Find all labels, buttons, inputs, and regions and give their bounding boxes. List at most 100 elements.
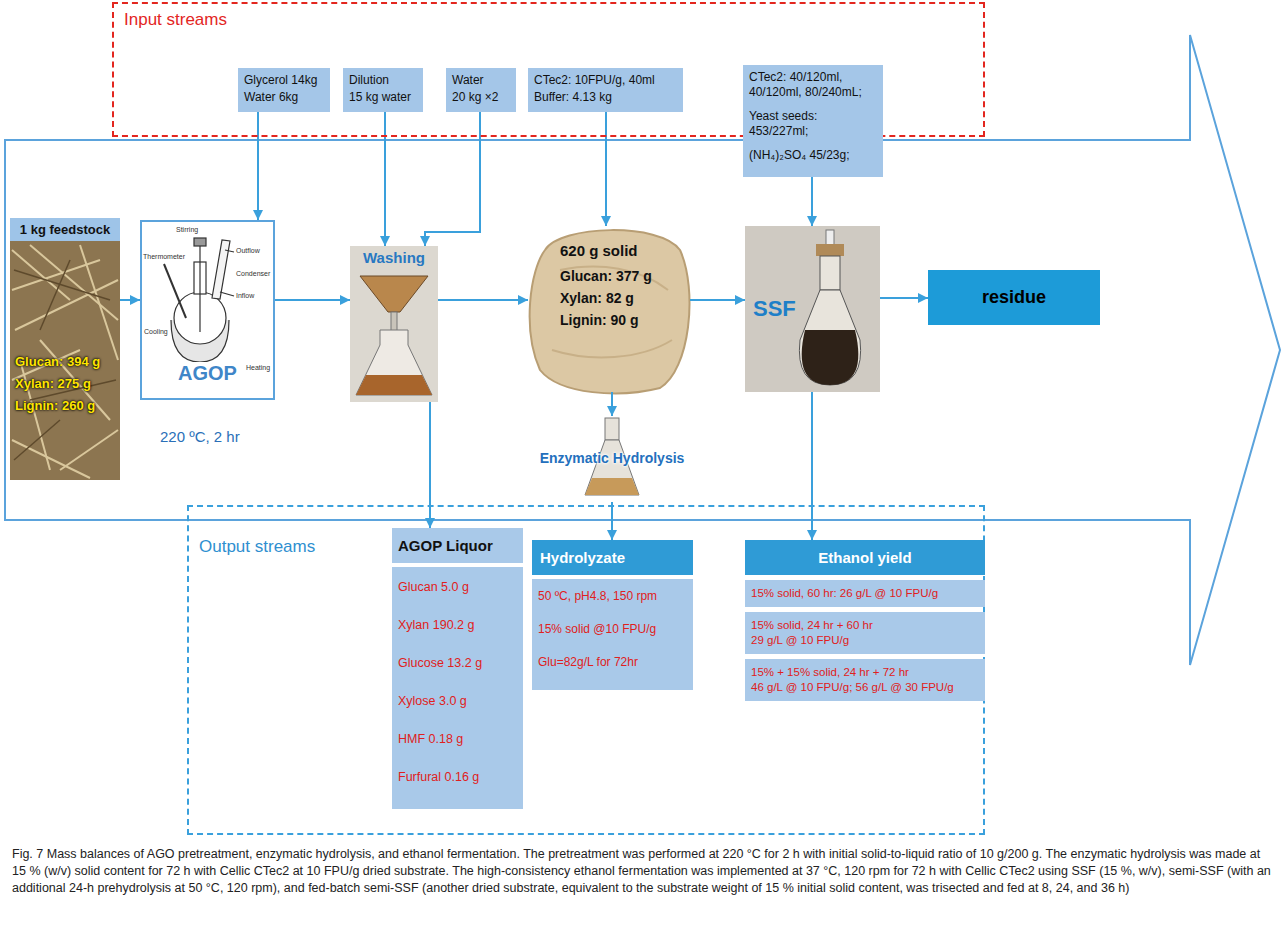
feedstock-photo xyxy=(60,430,118,470)
output-box: Hydrolyzate50 ºC, pH4.8, 150 rpm15% soli… xyxy=(532,540,693,690)
flow-arrow xyxy=(275,299,350,301)
input-region: Input streamsGlycerol 14kgWater 6kg Dilut… xyxy=(112,2,985,137)
result-box: 15% solid, 24 hr + 60 hr29 g/L @ 10 FPU/… xyxy=(745,612,985,654)
reactor-illustration xyxy=(164,264,186,318)
feedstock-photo xyxy=(14,420,60,460)
node-text: 20 kg ×2 xyxy=(452,90,510,105)
node-heading: Washing xyxy=(350,249,438,266)
reactor-illustration xyxy=(194,238,206,246)
node-heading: Water xyxy=(452,73,510,88)
node-heading: residue xyxy=(982,287,1046,308)
node-text: Water 6kg xyxy=(244,90,324,105)
node-heading: 15% + 15% solid, 24 hr + 72 hr xyxy=(751,665,979,680)
node-text: Glucan 5.0 g xyxy=(398,579,517,595)
ssf-photo xyxy=(820,256,840,290)
solid-step: 620 g solidGlucan: 377 gXylan: 82 gLigni… xyxy=(528,226,690,392)
part-label: Condenser xyxy=(236,270,270,278)
feedstock-photo xyxy=(30,245,118,320)
node-text: Lignin: 260 g xyxy=(15,395,120,417)
node-heading: Input streams xyxy=(124,10,227,30)
node-text: Glucose 13.2 g xyxy=(398,655,517,671)
part-label: Outflow xyxy=(236,247,260,255)
part-label: Cooling xyxy=(144,328,168,336)
feedstock-photo xyxy=(80,245,118,360)
node-text: Glu=82g/L for 72hr xyxy=(538,655,687,670)
feedstock-photo xyxy=(15,280,118,330)
washing-photo xyxy=(350,246,438,402)
input-box: Glycerol 14kgWater 6kg xyxy=(238,68,330,112)
hydrolysis-flask xyxy=(585,440,639,495)
output-region: Output streams AGOP LiquorGlucan 5.0 g Xyl… xyxy=(187,505,985,835)
node-text: Xylan 190.2 g xyxy=(398,617,517,633)
node-text: Lignin: 90 g xyxy=(560,309,690,331)
node-heading: 1 kg feedstock xyxy=(10,218,120,241)
result-box: 15% + 15% solid, 24 hr + 72 hr46 g/L @ 1… xyxy=(745,659,985,701)
hydrolysis-flask xyxy=(585,478,639,495)
feedstock-photo xyxy=(12,250,70,300)
washing-photo xyxy=(356,375,432,395)
ssf-photo xyxy=(745,226,880,392)
node-text: (NH₄)₂SO₄ 45/23g; xyxy=(749,148,877,163)
solid-residue-photo xyxy=(552,340,672,357)
flow-arrow xyxy=(257,112,259,220)
feedstock-photo xyxy=(10,240,120,480)
solid-residue-photo xyxy=(530,230,690,393)
ssf-photo xyxy=(816,244,844,256)
washing-photo xyxy=(350,246,438,402)
washing-photo xyxy=(391,312,397,332)
flow-arrow xyxy=(438,299,528,301)
residue-box: residue xyxy=(928,270,1100,325)
node-heading: SSF xyxy=(753,296,796,322)
node-heading: CTec2: 10FPU/g, 40ml xyxy=(534,73,677,88)
part-label: Heating xyxy=(246,364,270,372)
node-text: 15 kg water xyxy=(349,90,417,105)
reactor-illustration xyxy=(220,292,234,296)
output-box: Ethanol yield 15% solid, 60 hr: 26 g/L @ … xyxy=(745,540,985,701)
ssf-photo xyxy=(799,290,860,385)
reactor-illustration xyxy=(225,250,234,252)
node-heading: Glycerol 14kg xyxy=(244,73,324,88)
node-body: Glucan 5.0 gXylan 190.2 gGlucose 13.2 gX… xyxy=(392,567,523,809)
washing-step: Washing xyxy=(350,246,438,402)
flow-arrow xyxy=(690,299,745,301)
ssf-photo xyxy=(826,230,834,246)
flow-arrow xyxy=(611,502,613,540)
node-heading: AGOP Liquor xyxy=(392,528,523,563)
node-heading: AGOP xyxy=(175,362,240,385)
node-body: Glucan: 394 gXylan: 275 gLignin: 260 g xyxy=(10,241,120,417)
flow-arrow xyxy=(811,392,813,540)
node-text: Xylan: 82 g xyxy=(560,287,690,309)
ssf-photo xyxy=(745,226,880,392)
node-heading: Enzymatic Hydrolysis xyxy=(532,450,692,466)
node-text: Xylan: 275 g xyxy=(15,373,120,395)
feedstock-box: 1 kg feedstockGlucan: 394 gXylan: 275 gL… xyxy=(10,218,120,480)
part-label: Inflow xyxy=(236,292,254,300)
output-box: AGOP LiquorGlucan 5.0 g Xylan 190.2 g Gluc… xyxy=(392,528,523,809)
washing-photo xyxy=(360,276,428,312)
node-heading: Output streams xyxy=(199,537,315,557)
ssf-step: SSF xyxy=(745,226,880,392)
node-text: 46 g/L @ 10 FPU/g; 56 g/L @ 30 FPU/g xyxy=(751,680,979,695)
feedstock-photo xyxy=(12,440,90,478)
node-heading: 15% solid, 60 hr: 26 g/L @ 10 FPU/g xyxy=(751,586,979,601)
hydrolysis-step: Enzymatic Hydrolysis xyxy=(532,416,692,502)
reactor-illustration xyxy=(199,244,200,332)
node-text: Glucan: 377 g xyxy=(560,265,690,287)
solid-residue-photo xyxy=(530,230,690,393)
node-text: 29 g/L @ 10 FPU/g xyxy=(751,633,979,648)
flow-arrow xyxy=(425,112,480,246)
node-text: Yeast seeds: 453/227ml; xyxy=(749,109,877,139)
node-text: Buffer: 4.13 kg xyxy=(534,90,677,105)
node-text: HMF 0.18 g xyxy=(398,731,517,747)
flow-arrow xyxy=(811,177,813,226)
input-box: Dilution15 kg water xyxy=(343,68,423,112)
ssf-photo xyxy=(802,330,859,385)
flow-arrow xyxy=(880,297,928,299)
node-heading: Hydrolyzate xyxy=(532,540,693,575)
flow-arrow xyxy=(611,392,613,416)
node-heading: Ethanol yield xyxy=(745,540,985,575)
condition-label: 220 ºC, 2 hr xyxy=(160,428,240,445)
node-heading: CTec2: 40/120ml, 40/120ml, 80/240mL; xyxy=(749,70,877,100)
node-text: 50 ºC, pH4.8, 150 rpm xyxy=(538,589,687,604)
